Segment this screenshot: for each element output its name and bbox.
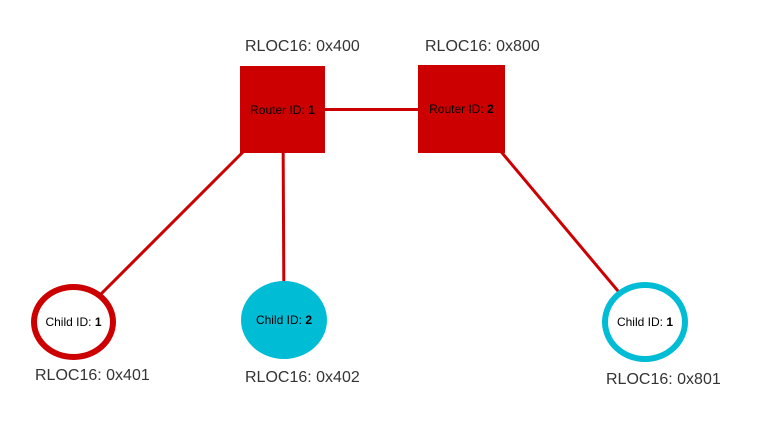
child-node-0x402[interactable]: Child ID:2 <box>241 281 327 359</box>
router-node-2[interactable]: Router ID:2 <box>418 65 505 153</box>
child-node-0x401-id: 1 <box>94 315 102 329</box>
rloc16-label-router-1: RLOC16: 0x400 <box>245 38 360 55</box>
router-node-1-label: Router ID: <box>250 102 305 117</box>
router-node-2-label: Router ID: <box>429 102 484 116</box>
child-node-0x801-id: 1 <box>666 315 674 329</box>
child-node-0x402-label: Child ID: <box>255 313 302 327</box>
rloc16-label-child-0x401: RLOC16: 0x401 <box>35 367 150 384</box>
router-node-2-id: 2 <box>487 102 494 116</box>
rloc16-label-child-0x402: RLOC16: 0x402 <box>245 369 360 386</box>
child-node-0x401-label: Child ID: <box>45 315 92 329</box>
router-node-1-id: 1 <box>308 102 315 117</box>
child-node-0x402-id: 2 <box>305 313 313 327</box>
edge-router1-child1 <box>71 143 252 324</box>
router-node-1[interactable]: Router ID:1 <box>240 66 325 153</box>
rloc16-label-child-0x801: RLOC16: 0x801 <box>606 371 721 388</box>
child-node-0x801[interactable]: Child ID:1 <box>602 282 688 362</box>
child-node-0x801-label: Child ID: <box>616 315 663 329</box>
child-node-0x401[interactable]: Child ID:1 <box>31 284 116 360</box>
rloc16-label-router-2: RLOC16: 0x800 <box>425 38 540 55</box>
